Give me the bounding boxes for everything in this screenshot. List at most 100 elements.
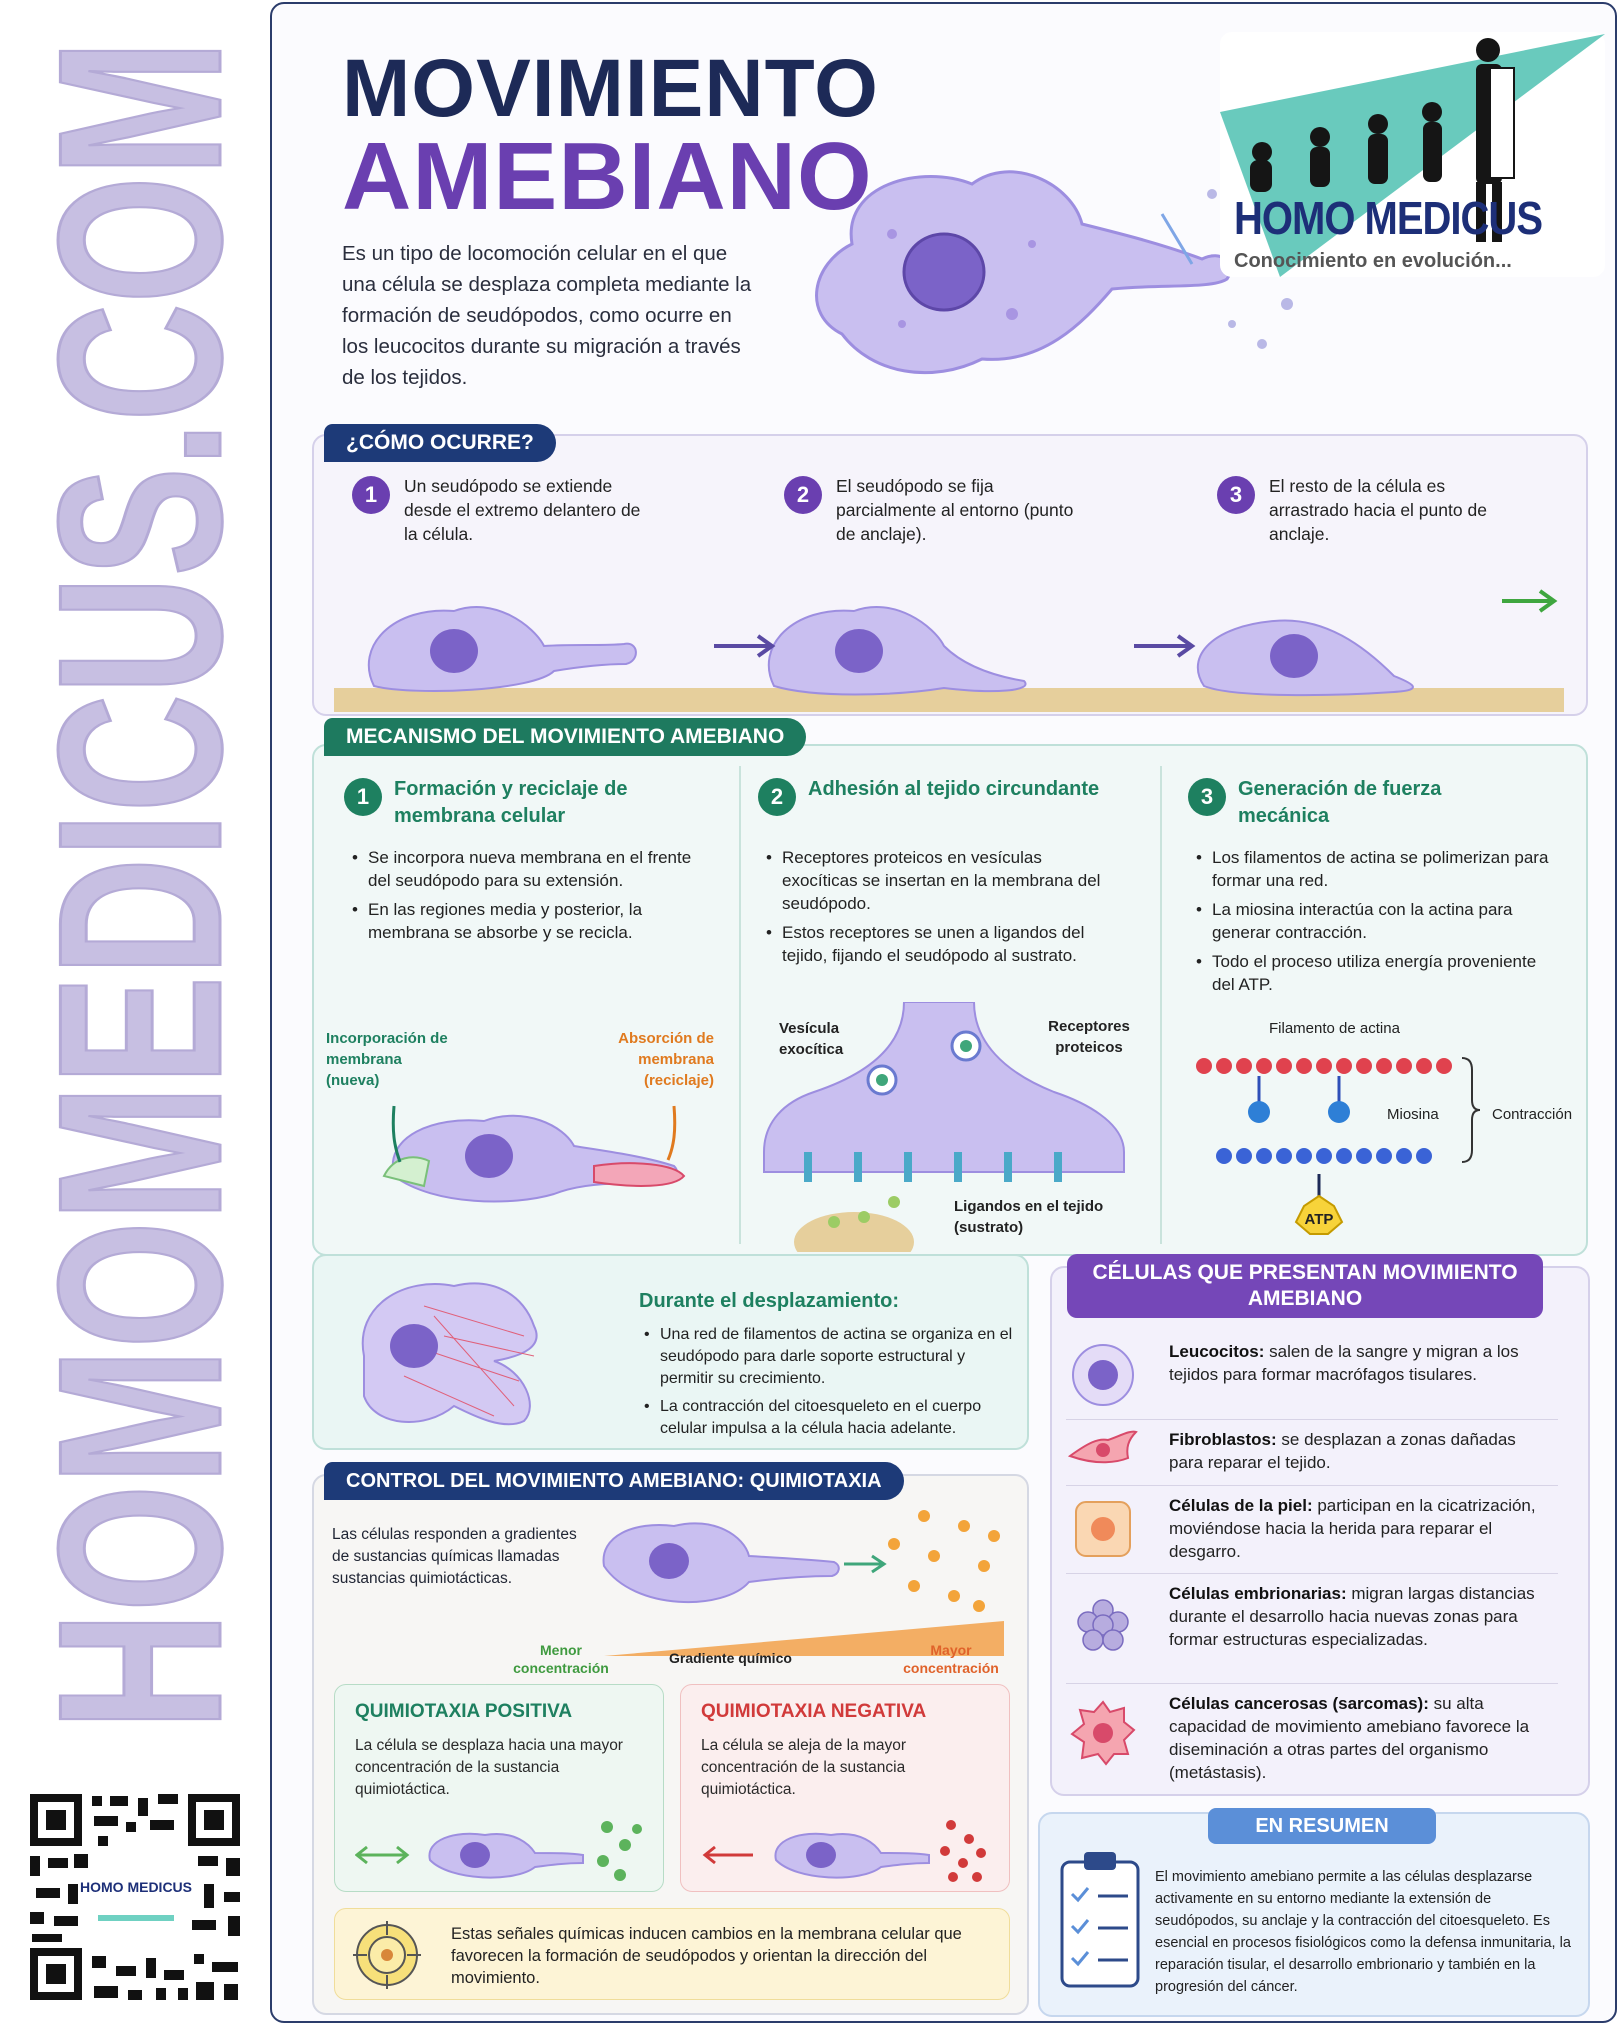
side-brand-svg: HOMOMEDICUS.COM xyxy=(20,38,260,1731)
leucocito-icon xyxy=(1072,1344,1134,1406)
celula-text-fibroblastos: Fibroblastos: se desplazan a zonas dañad… xyxy=(1169,1428,1549,1474)
quimiotaxis-negativa-box: QUIMIOTAXIA NEGATIVA La célula se aleja … xyxy=(680,1684,1010,1892)
step-3-number: 3 xyxy=(1217,476,1255,514)
celula-name: Fibroblastos: xyxy=(1169,1430,1277,1449)
mecanismo-panel: MECANISMO DEL MOVIMIENTO AMEBIANO 1 Form… xyxy=(312,718,1588,1256)
mec-1-label-incorporacion: Incorporación de membrana (nueva) xyxy=(326,1030,448,1089)
resumen-text: El movimiento amebiano permite a las cél… xyxy=(1155,1869,1571,1995)
mec-1-bullets: Se incorpora nueva membrana en el frente… xyxy=(352,846,692,950)
mec-1-illustration xyxy=(382,1105,686,1203)
celula-piel-icon xyxy=(1075,1501,1131,1557)
durante-panel: Durante el desplazamiento: Una red de fi… xyxy=(312,1254,1029,1450)
clipboard-icon xyxy=(1060,1852,1140,1988)
control-tab: CONTROL DEL MOVIMIENTO AMEBIANO: QUIMIOT… xyxy=(324,1462,904,1500)
step-2-number: 2 xyxy=(784,476,822,514)
logo-subtitle: Conocimiento en evolución... xyxy=(1234,250,1512,272)
celula-row-leucocitos: Leucocitos: salen de la sangre y migran … xyxy=(1066,1334,1558,1420)
qr-code-image: HOMO MEDICUS xyxy=(28,1792,242,2002)
celula-desc: se desplazan a zonas dañadas para repara… xyxy=(1169,1430,1516,1472)
celula-text-embrionarias: Células embrionarias: migran largas dist… xyxy=(1169,1582,1549,1651)
mec-1-bullet: En las regiones media y posterior, la me… xyxy=(352,898,692,944)
mec-3-label-actina: Filamento de actina xyxy=(1269,1020,1400,1037)
intro-text: Es un tipo de locomoción celular en el q… xyxy=(342,242,752,389)
step-3-text: El resto de la célula es arrastrado haci… xyxy=(1269,476,1487,544)
mec-3-bullet: Los filamentos de actina se polimerizan … xyxy=(1196,846,1556,892)
celula-desc: salen de la sangre y migran a los tejido… xyxy=(1169,1342,1519,1384)
mec-2-bullet: Estos receptores se unen a ligandos del … xyxy=(766,921,1116,967)
celula-name: Células embrionarias: xyxy=(1169,1584,1347,1603)
mec-1-title: Formación y reciclaje de membrana celula… xyxy=(394,778,628,827)
celula-name: Células cancerosas (sarcomas): xyxy=(1169,1694,1429,1713)
celula-name: Leucocitos: xyxy=(1169,1342,1265,1361)
mec-2-bullets: Receptores proteicos en vesículas exocít… xyxy=(766,846,1116,973)
positiva-title: QUIMIOTAXIA POSITIVA xyxy=(355,1701,573,1722)
celula-embrionaria-icon xyxy=(1077,1599,1129,1651)
como-ocurre-tab: ¿CÓMO OCURRE? xyxy=(324,424,556,462)
mec-2-number: 2 xyxy=(758,778,796,816)
step-2-text: El seudópodo se fija parcialmente al ent… xyxy=(836,476,1074,544)
mec-3-bullet: La miosina interactúa con la actina para… xyxy=(1196,898,1556,944)
mec-1-number: 1 xyxy=(344,778,382,816)
como-ocurre-illustration xyxy=(334,589,1564,712)
qr-code[interactable]: HOMO MEDICUS xyxy=(28,1792,242,2002)
gradient-low-label: Menor concentración xyxy=(513,1642,609,1676)
senales-text: Estas señales químicas inducen cambios e… xyxy=(451,1925,962,1987)
negativa-text: La célula se aleja de la mayor concentra… xyxy=(701,1737,907,1798)
negativa-title: QUIMIOTAXIA NEGATIVA xyxy=(701,1701,927,1722)
mecanismo-divider-2 xyxy=(1160,766,1162,1244)
title-line-1: MOVIMIENTO xyxy=(342,43,879,134)
celulas-tab: CÉLULAS QUE PRESENTAN MOVIMIENTO AMEBIAN… xyxy=(1067,1254,1543,1318)
celula-desc: su alta capacidad de movimiento amebiano… xyxy=(1169,1694,1530,1782)
logo-graphic xyxy=(1220,34,1605,277)
como-ocurre-panel: ¿CÓMO OCURRE? 1 Un seudópodo se extiende… xyxy=(312,424,1588,716)
durante-illustration xyxy=(361,1282,538,1426)
resumen-tab: EN RESUMEN xyxy=(1208,1808,1436,1844)
mec-1-label-absorcion: Absorción de membrana (reciclaje) xyxy=(618,1030,714,1089)
celula-text-leucocitos: Leucocitos: salen de la sangre y migran … xyxy=(1169,1340,1549,1386)
resumen-panel: EN RESUMEN El movimiento amebiano permit… xyxy=(1038,1808,1590,2017)
senales-box: Estas señales químicas inducen cambios e… xyxy=(334,1908,1010,2000)
mec-2-bullet: Receptores proteicos en vesículas exocít… xyxy=(766,846,1116,915)
mec-3-bullet: Todo el proceso utiliza energía provenie… xyxy=(1196,950,1556,996)
qr-logo-text: HOMO MEDICUS xyxy=(80,1879,192,1895)
mecanismo-divider-1 xyxy=(739,766,741,1244)
mec-3-label-contraccion: Contracción xyxy=(1492,1106,1573,1123)
celula-row-embrionarias: Células embrionarias: migran largas dist… xyxy=(1066,1576,1558,1684)
mec-3-number: 3 xyxy=(1188,778,1226,816)
mec-1-bullet: Se incorpora nueva membrana en el frente… xyxy=(352,846,692,892)
durante-bullet: La contracción del citoesqueleto en el c… xyxy=(644,1396,1014,1440)
step-1-number: 1 xyxy=(352,476,390,514)
mec-2-label-ligandos: Ligandos en el tejido (sustrato) xyxy=(954,1198,1104,1236)
fibroblasto-icon xyxy=(1068,1430,1138,1464)
durante-bullet: Una red de filamentos de actina se organ… xyxy=(644,1324,1014,1390)
mec-2-illustration xyxy=(763,1002,1125,1252)
mecanismo-tab: MECANISMO DEL MOVIMIENTO AMEBIANO xyxy=(324,718,807,756)
mec-3-title: Generación de fuerza mecánica xyxy=(1238,778,1442,827)
mec-3-label-atp: ATP xyxy=(1304,1211,1334,1228)
positiva-illustration xyxy=(355,1821,642,1881)
control-panel: CONTROL DEL MOVIMIENTO AMEBIANO: QUIMIOT… xyxy=(312,1462,1029,2015)
step-1-text: Un seudópodo se extiende desde el extrem… xyxy=(404,476,641,544)
logo-title: HOMO MEDICUS xyxy=(1234,193,1543,245)
mec-2-title: Adhesión al tejido circundante xyxy=(808,778,1100,800)
celula-text-piel: Células de la piel: participan en la cic… xyxy=(1169,1494,1549,1563)
mec-2-label-vesicula: Vesícula exocítica xyxy=(779,1020,844,1058)
celula-row-fibroblastos: Fibroblastos: se desplazan a zonas dañad… xyxy=(1066,1422,1558,1486)
celula-cancerosa-icon xyxy=(1070,1700,1136,1766)
durante-bullets: Una red de filamentos de actina se organ… xyxy=(644,1324,1014,1446)
mec-2-label-receptores: Receptores proteicos xyxy=(1048,1018,1130,1056)
quimiotaxis-gradient-illustration xyxy=(602,1510,1004,1656)
celula-row-piel: Células de la piel: participan en la cic… xyxy=(1066,1488,1558,1574)
side-brand-label: HOMOMEDICUS.COM xyxy=(20,40,260,1730)
quimiotaxis-positiva-box: QUIMIOTAXIA POSITIVA La célula se despla… xyxy=(334,1684,664,1892)
side-brand-text: HOMOMEDICUS.COM xyxy=(20,20,260,1740)
positiva-text: La célula se desplaza hacia una mayor co… xyxy=(355,1737,623,1798)
durante-title: Durante el desplazamiento: xyxy=(639,1290,900,1312)
homo-medicus-logo[interactable]: HOMO MEDICUS Conocimiento en evolución..… xyxy=(1220,32,1605,277)
celula-text-cancerosas: Células cancerosas (sarcomas): su alta c… xyxy=(1169,1692,1549,1784)
control-intro: Las células responden a gradientes de su… xyxy=(332,1526,577,1587)
celula-row-cancerosas: Células cancerosas (sarcomas): su alta c… xyxy=(1066,1686,1558,1786)
negativa-illustration xyxy=(702,1820,986,1882)
celulas-panel: CÉLULAS QUE PRESENTAN MOVIMIENTO AMEBIAN… xyxy=(1050,1254,1590,1796)
target-icon xyxy=(353,1921,421,1989)
